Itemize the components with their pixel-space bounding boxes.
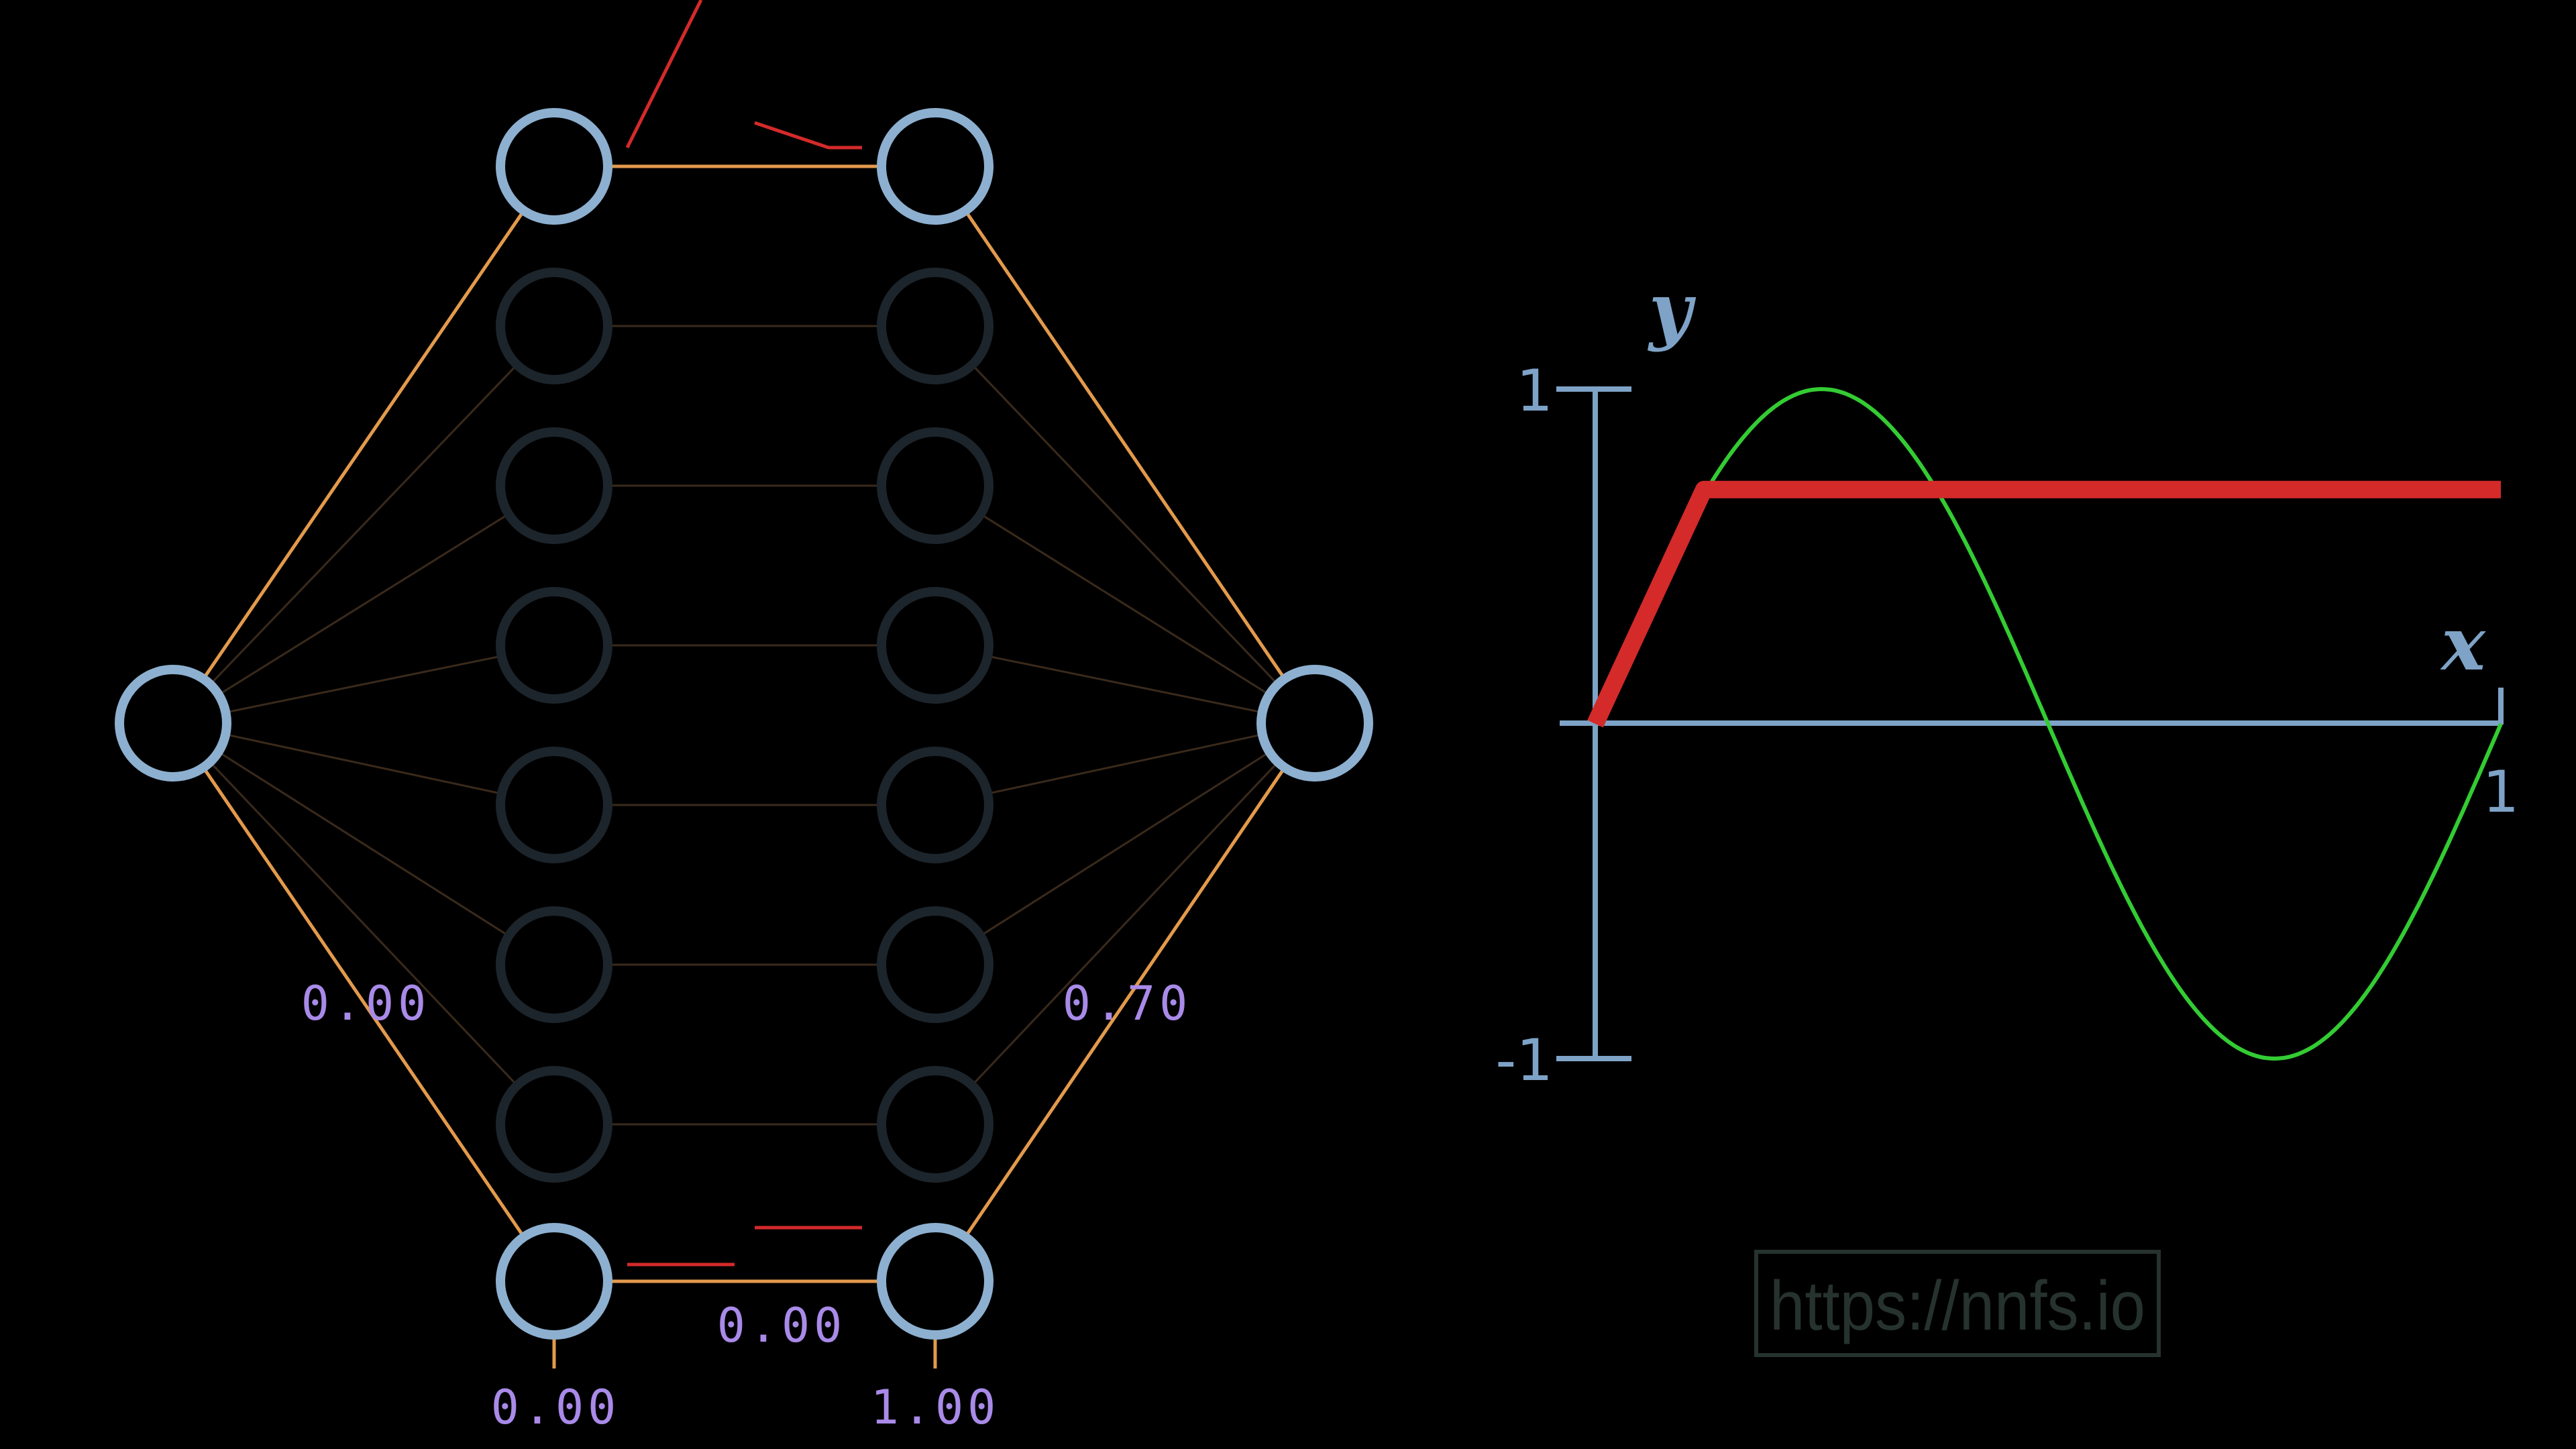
activation-marker-top-left: [625, 0, 703, 149]
hidden1-neuron-0: [496, 108, 612, 225]
hidden1-neuron-1: [496, 268, 612, 384]
hidden1-neuron-2: [496, 427, 612, 544]
y-axis-label: y: [1647, 266, 1697, 353]
activation-marker-top-right: [754, 121, 862, 150]
hidden1-neuron-3: [496, 587, 612, 704]
hidden1-neuron-7: [496, 1223, 612, 1340]
activation-markers: [625, 0, 862, 1267]
weight-input-hidden1-5: [172, 722, 555, 966]
function-chart: y x 1 -1 1: [1495, 266, 2519, 1094]
hidden2-neuron-1: [877, 268, 994, 384]
hidden1-neuron-5: [496, 906, 612, 1023]
y-tick-label-top: 1: [1516, 358, 1553, 425]
weight-label-bottom-output: 0.70: [1063, 976, 1192, 1031]
hidden2-neuron-7: [877, 1223, 994, 1340]
hidden1-neuron-4: [496, 747, 612, 863]
connections: [171, 164, 1317, 1283]
weight-hidden2-output-3: [934, 644, 1316, 724]
output-neuron: [1256, 665, 1373, 782]
weight-hidden2-output-0: [933, 165, 1317, 724]
bias-label-left: 0.00: [491, 1380, 621, 1435]
weight-label-input-bottom: 0.00: [301, 976, 431, 1031]
input-neuron: [115, 665, 231, 782]
x-tick-label-end: 1: [2483, 759, 2520, 826]
weight-input-hidden1-0: [171, 165, 556, 724]
target-curve: [1593, 386, 2503, 1061]
hidden2-neuron-0: [877, 108, 994, 225]
watermark-text: https://nnfs.io: [1770, 1267, 2145, 1345]
weight-hidden2-output-2: [934, 484, 1316, 724]
weight-input-hidden1-7: [171, 722, 556, 1283]
weight-input-hidden1-6: [172, 722, 555, 1126]
hidden2-neuron-6: [877, 1066, 994, 1183]
weight-input-hidden1-3: [172, 644, 555, 724]
network-diagram: 0.00 0.70 0.00 0.00 1.00: [115, 0, 1373, 1435]
x-axis-label: x: [2440, 600, 2486, 687]
hidden2-neuron-2: [877, 427, 994, 544]
approximation-curve: [1587, 480, 2501, 728]
weight-hidden2-output-5: [934, 722, 1316, 966]
weight-input-hidden1-2: [172, 484, 555, 724]
hidden2-neuron-5: [877, 906, 994, 1023]
weight-input-hidden1-4: [172, 722, 555, 806]
weight-label-bottom-hidden-link: 0.00: [717, 1298, 847, 1353]
hidden1-neuron-6: [496, 1066, 612, 1183]
watermark: https://nnfs.io: [1754, 1250, 2161, 1357]
weight-hidden2-output-4: [934, 722, 1316, 806]
bias-label-right: 1.00: [871, 1380, 1000, 1435]
weight-hidden2-output-6: [934, 722, 1316, 1126]
neurons: [115, 108, 1373, 1340]
watermark-box: [1754, 1250, 2161, 1357]
hidden2-neuron-3: [877, 587, 994, 704]
hidden2-neuron-4: [877, 747, 994, 863]
weight-input-hidden1-1: [172, 325, 555, 724]
weight-hidden2-output-1: [934, 325, 1316, 724]
y-tick-label-bottom: -1: [1495, 1027, 1553, 1094]
weight-hidden2-output-7: [933, 722, 1317, 1283]
